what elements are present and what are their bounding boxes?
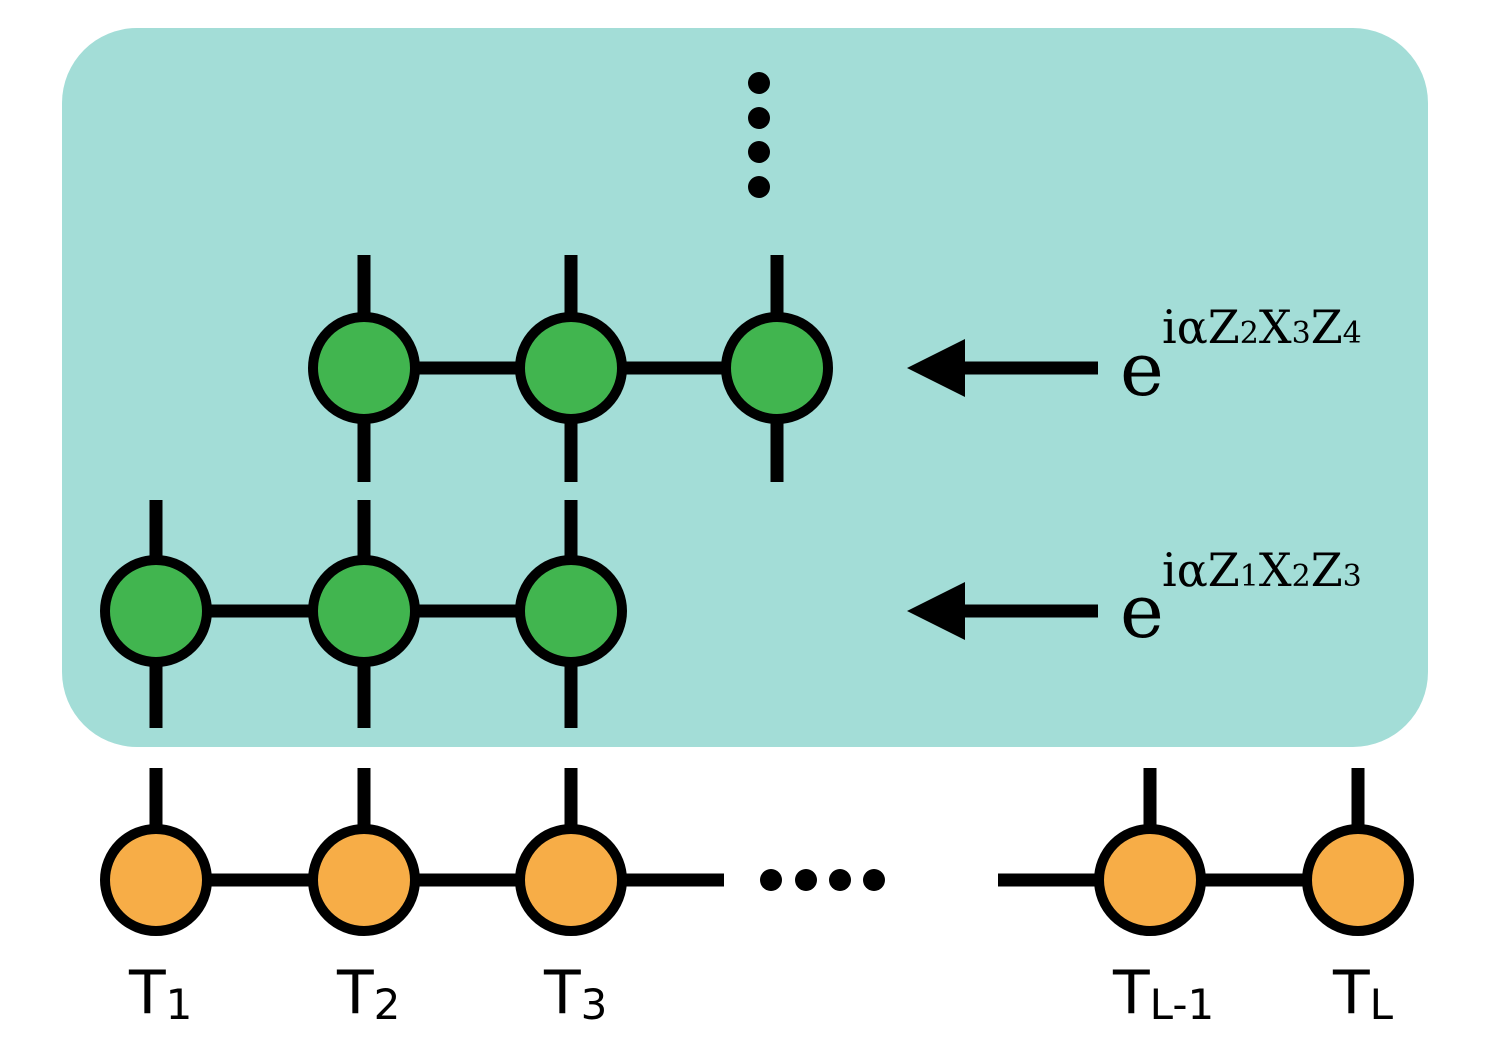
mps-label-2: T2 (336, 958, 400, 1029)
gate-exponent-subscript: 2 (1240, 316, 1259, 351)
gate-exponent-symbol: Z (1311, 543, 1343, 597)
gate-top (308, 255, 833, 482)
gate-label-top: e iαZ2X3Z4 (1120, 300, 1362, 413)
gate-exponent-symbol: Z (1311, 300, 1343, 354)
gate-top-node-1 (308, 312, 420, 424)
mps-node-1 (100, 824, 212, 936)
gate-bottom (100, 500, 627, 728)
mps-node-l (1302, 824, 1414, 936)
svg-text:e: e (1120, 327, 1164, 413)
gate-exponent-subscript: 4 (1343, 316, 1362, 351)
gate-bottom-node-3 (515, 555, 627, 667)
mps-node-2 (308, 824, 420, 936)
mps-label-3: T3 (543, 958, 607, 1029)
gate-top-node-3 (721, 312, 833, 424)
mps-node-3 (515, 824, 627, 936)
gate-exponent-subscript: 3 (1343, 559, 1362, 594)
gate-exponent-subscript: 3 (1292, 316, 1311, 351)
mps-chain (100, 768, 1414, 936)
mps-label-l-minus-1: TL-1 (1112, 958, 1214, 1029)
gate-exponent-top: iαZ2X3Z4 (1162, 300, 1362, 354)
mps-label-l: TL (1332, 958, 1394, 1029)
horizontal-ellipsis (760, 869, 885, 891)
gate-exponent-symbol: X (1259, 300, 1292, 354)
arrow-bottom (907, 582, 1098, 640)
arrow-top (907, 339, 1098, 397)
mps-labels: T1 T2 T3 TL-1 TL (128, 958, 1394, 1029)
mps-node-l-minus-1 (1094, 824, 1206, 936)
gate-bottom-node-2 (308, 555, 420, 667)
gate-exponent-subscript: 1 (1240, 559, 1259, 594)
gate-exponent-bottom: iαZ1X2Z3 (1162, 543, 1362, 597)
gate-exponent-subscript: 2 (1292, 559, 1311, 594)
gate-label-bottom: e iαZ1X2Z3 (1120, 543, 1362, 655)
vertical-ellipsis (748, 72, 770, 198)
gate-top-node-2 (515, 312, 627, 424)
gate-exponent-symbol: iαZ (1162, 543, 1240, 597)
mps-label-1: T1 (128, 958, 192, 1029)
gate-bottom-node-1 (100, 555, 212, 667)
gate-exponent-symbol: iαZ (1162, 300, 1240, 354)
gate-exponent-symbol: X (1259, 543, 1292, 597)
svg-text:e: e (1120, 569, 1164, 655)
